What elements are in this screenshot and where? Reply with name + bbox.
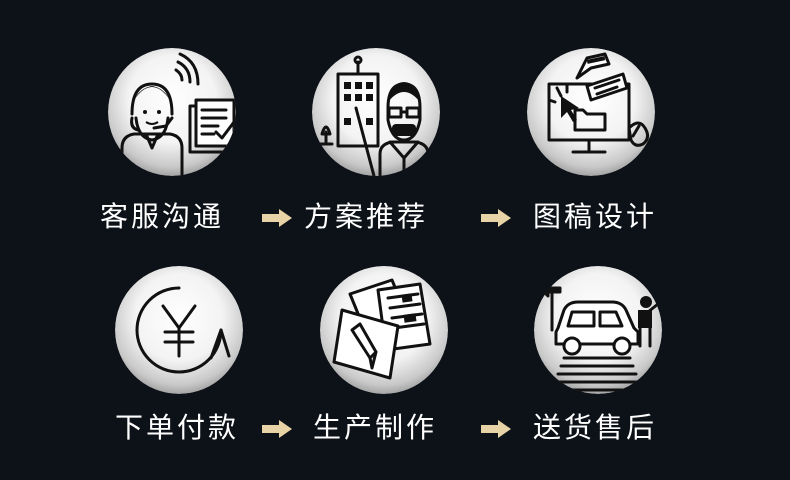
step-label: 下单付款 xyxy=(115,411,240,444)
step-label: 生产制作 xyxy=(313,411,438,444)
step-label: 送货售后 xyxy=(533,411,658,444)
car-delivery-icon xyxy=(534,266,662,394)
step-label: 方案推荐 xyxy=(304,200,429,233)
customer-service-agent-icon xyxy=(108,48,236,176)
right-arrow-icon xyxy=(262,420,292,438)
yen-payment-icon xyxy=(115,266,243,394)
right-arrow-icon xyxy=(481,420,511,438)
computer-design-icon xyxy=(527,48,655,176)
right-arrow-icon xyxy=(481,209,511,227)
right-arrow-icon xyxy=(262,209,292,227)
step-label: 图稿设计 xyxy=(533,200,658,233)
presenter-building-icon xyxy=(312,48,440,176)
step-label: 客服沟通 xyxy=(100,200,225,233)
pen-documents-icon xyxy=(320,266,448,394)
